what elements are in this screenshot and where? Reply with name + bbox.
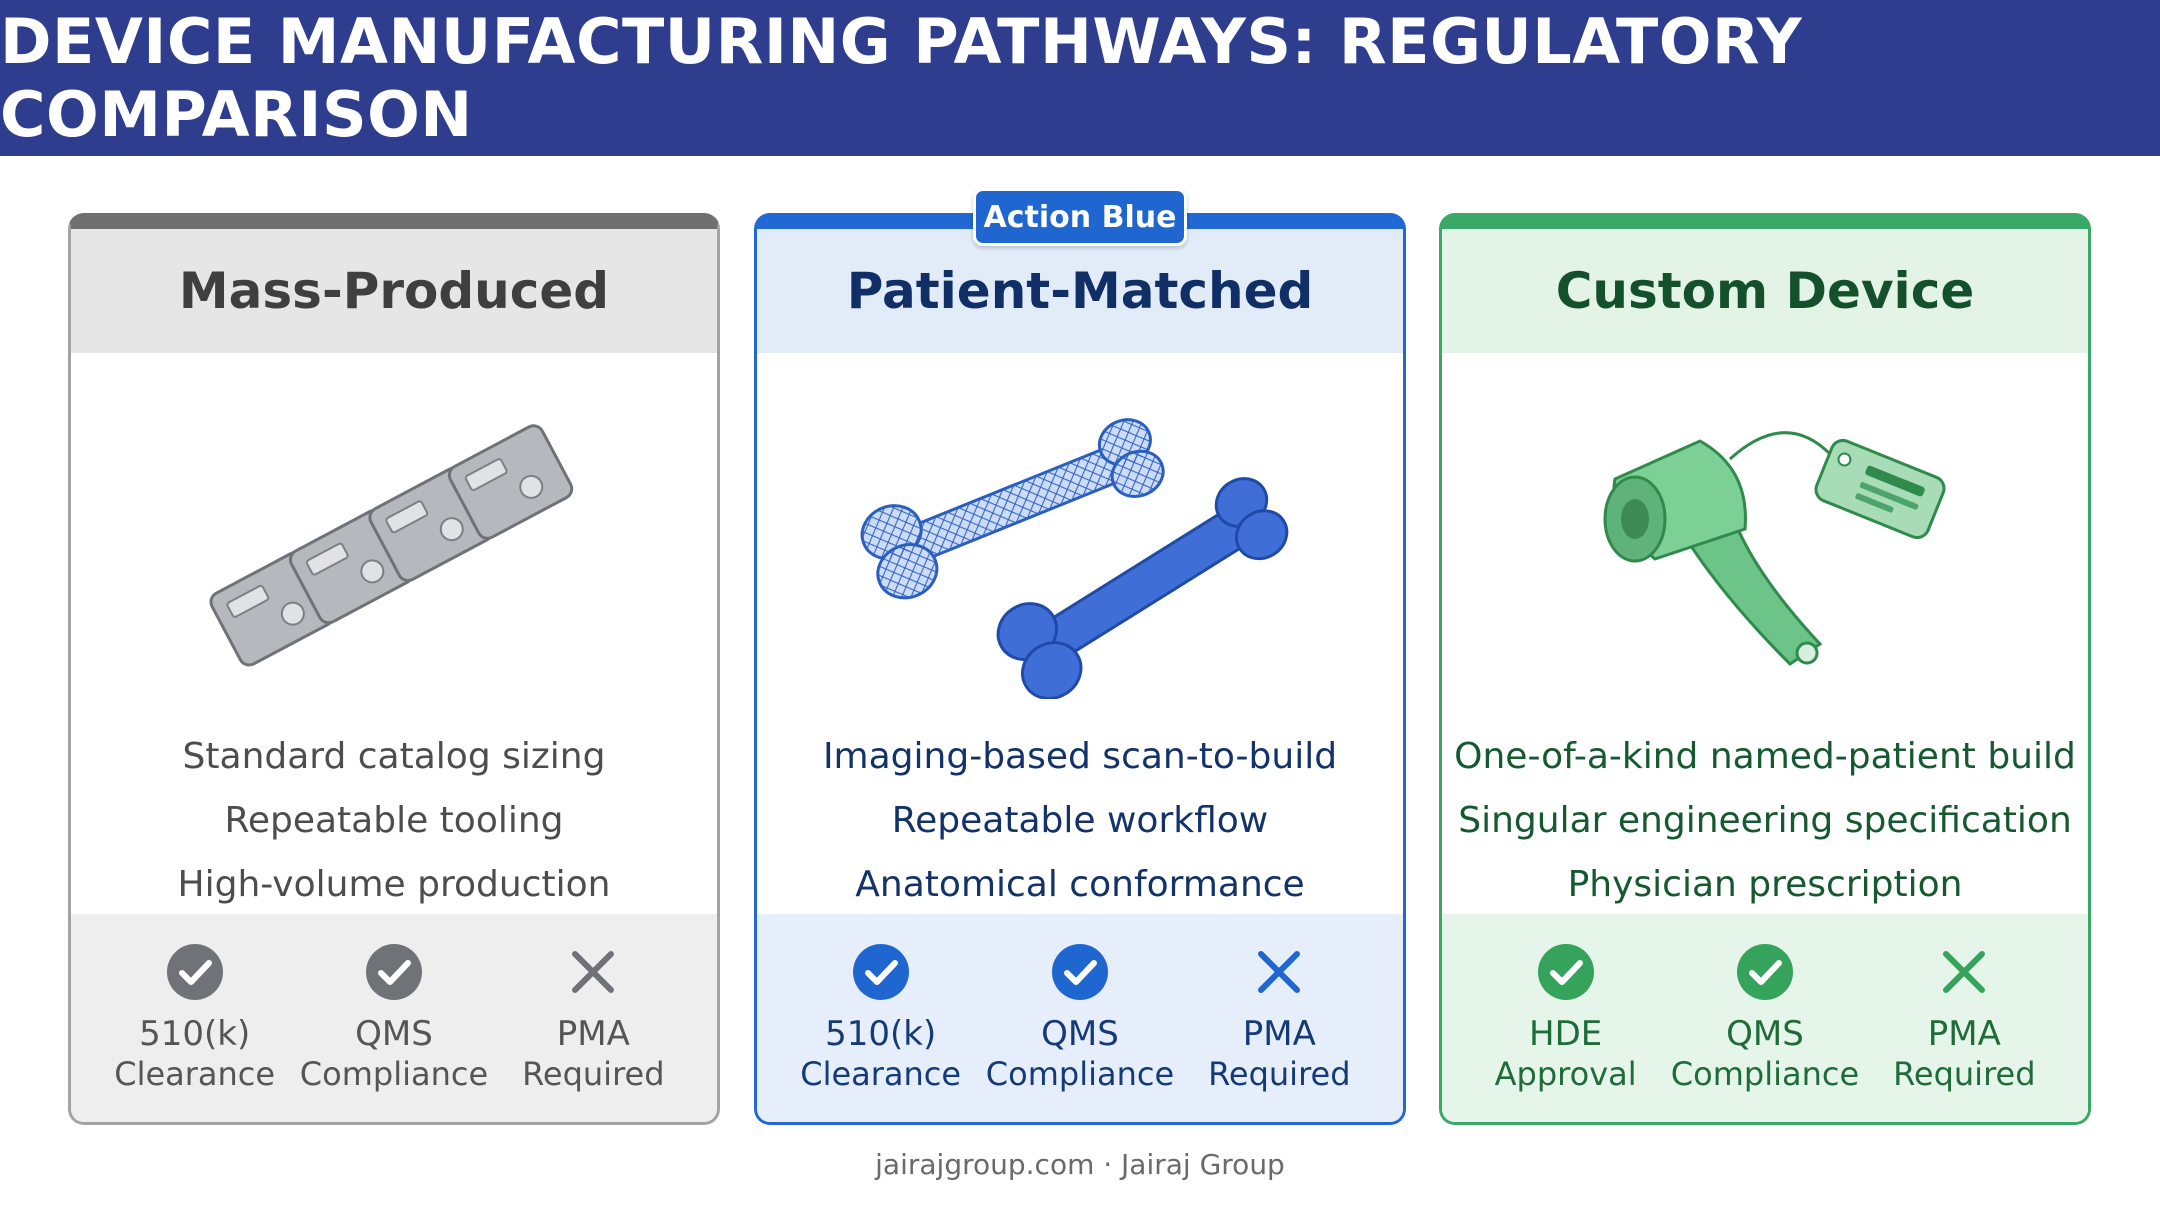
femur-bones-illustration [757, 353, 1403, 725]
page-title: DEVICE MANUFACTURING PATHWAYS: REGULATOR… [0, 5, 1803, 151]
card-patient-matched: Patient-Matched [754, 213, 1406, 1125]
feature-text: Standard catalog sizing [182, 736, 606, 777]
feature-text: High-volume production [177, 864, 611, 905]
feature-text: One-of-a-kind named-patient build [1454, 736, 2076, 777]
regulatory-item: QMS Compliance [985, 942, 1175, 1094]
check-circle-icon [1537, 944, 1594, 1000]
feature-text: Anatomical conformance [855, 864, 1305, 905]
regulatory-label: QMS [1726, 1014, 1804, 1054]
regulatory-row: HDE Approval QMS Compliance PMA Required [1442, 914, 2088, 1122]
regulatory-item: PMA Required [498, 942, 688, 1094]
regulatory-item: PMA Required [1184, 942, 1374, 1094]
regulatory-sublabel: Compliance [985, 1055, 1175, 1093]
regulatory-row: 510(k) Clearance QMS Compliance PMA Requ… [71, 914, 717, 1122]
regulatory-label: PMA [1927, 1014, 2001, 1054]
regulatory-sublabel: Approval [1494, 1055, 1637, 1093]
card-custom-device: Custom Device One-of-a-kind named-patien… [1439, 213, 2091, 1125]
check-circle-icon [1736, 944, 1793, 1000]
card-title: Custom Device [1442, 229, 2088, 353]
regulatory-label: 510(k) [139, 1014, 251, 1054]
regulatory-label: PMA [1242, 1014, 1316, 1054]
regulatory-item: 510(k) Clearance [786, 942, 976, 1094]
check-circle-icon [166, 944, 223, 1000]
regulatory-sublabel: Compliance [299, 1055, 489, 1093]
regulatory-label: HDE [1529, 1014, 1603, 1054]
action-blue-badge: Action Blue [973, 188, 1187, 246]
card-mass-produced: Mass-Produced [68, 213, 720, 1125]
check-circle-icon [852, 944, 909, 1000]
regulatory-sublabel: Clearance [800, 1055, 962, 1093]
regulatory-label: QMS [1041, 1014, 1119, 1054]
title-banner: DEVICE MANUFACTURING PATHWAYS: REGULATOR… [0, 0, 2160, 156]
regulatory-item: HDE Approval [1471, 942, 1661, 1094]
regulatory-item: QMS Compliance [1670, 942, 1860, 1094]
check-circle-icon [1051, 944, 1108, 1000]
regulatory-item: PMA Required [1869, 942, 2059, 1094]
regulatory-item: 510(k) Clearance [100, 942, 290, 1094]
feature-text: Repeatable tooling [224, 800, 564, 841]
regulatory-label: PMA [556, 1014, 630, 1054]
regulatory-label: 510(k) [825, 1014, 937, 1054]
regulatory-sublabel: Required [1208, 1055, 1351, 1093]
feature-text: Repeatable workflow [891, 800, 1269, 841]
x-mark-icon [1943, 951, 1986, 993]
x-mark-icon [1258, 951, 1301, 993]
regulatory-row: 510(k) Clearance QMS Compliance PMA Requ… [757, 914, 1403, 1122]
feature-text: Imaging-based scan-to-build [822, 736, 1338, 777]
feature-text: Physician prescription [1567, 864, 1963, 905]
regulatory-item: QMS Compliance [299, 942, 489, 1094]
card-title: Patient-Matched [757, 229, 1403, 353]
regulatory-sublabel: Required [1893, 1055, 2036, 1093]
card-title: Mass-Produced [71, 229, 717, 353]
x-mark-icon [572, 951, 615, 993]
regulatory-sublabel: Required [522, 1055, 665, 1093]
regulatory-sublabel: Clearance [114, 1055, 276, 1093]
regulatory-label: QMS [355, 1014, 433, 1054]
regulatory-sublabel: Compliance [1670, 1055, 1860, 1093]
check-circle-icon [365, 944, 422, 1000]
tagged-implant-illustration [1442, 353, 2088, 725]
footer-credit: jairajgroup.com · Jairaj Group [875, 1148, 1285, 1181]
feature-text: Singular engineering specification [1458, 800, 2072, 841]
stacked-plates-illustration [71, 353, 717, 725]
